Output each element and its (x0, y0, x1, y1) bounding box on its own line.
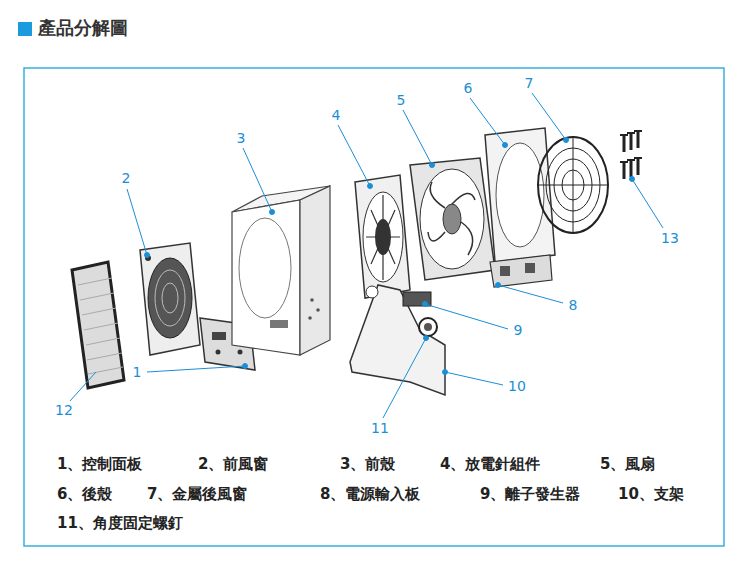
filter-panel (72, 262, 124, 388)
callout-number: 13 (661, 230, 679, 247)
fan (410, 158, 495, 280)
callout-number: 7 (525, 75, 534, 92)
part-name: 1、控制面板 (57, 455, 142, 473)
part-name: 4、放電針組件 (440, 455, 540, 473)
part-name: 10、支架 (618, 485, 684, 503)
callout-number: 5 (397, 92, 406, 109)
front-shell (232, 186, 330, 355)
callout-number: 2 (122, 170, 131, 187)
part-name: 9、離子發生器 (480, 485, 580, 503)
part-name: 11、角度固定螺釘 (57, 514, 183, 532)
frame (24, 68, 724, 546)
callout-number: 3 (237, 130, 246, 147)
part-name: 2、前風窗 (198, 455, 268, 473)
rear-shell (485, 128, 555, 287)
discharge-pin-assembly (355, 175, 410, 298)
callout-number: 1 (133, 364, 142, 381)
callout-number: 11 (371, 420, 389, 437)
callout-number: 4 (332, 107, 341, 124)
part-name: 8、電源輸入板 (320, 485, 420, 503)
part-name: 6、後殼 (57, 485, 112, 503)
title-marker (18, 22, 32, 36)
part-name: 5、風扇 (600, 455, 655, 473)
stand (350, 285, 445, 395)
title: 產品分解圖 (38, 17, 128, 39)
screws (620, 131, 642, 179)
callout-number: 6 (464, 80, 473, 97)
leader-lines (70, 93, 663, 418)
callout-number: 9 (514, 322, 523, 339)
metal-grill (538, 137, 608, 233)
callout-number: 12 (55, 402, 73, 419)
front-grill (140, 243, 200, 355)
part-name: 7、金屬後風窗 (147, 485, 247, 503)
callout-number: 10 (508, 378, 526, 395)
callout-number: 8 (569, 297, 578, 314)
part-name: 3、前殼 (340, 455, 395, 473)
